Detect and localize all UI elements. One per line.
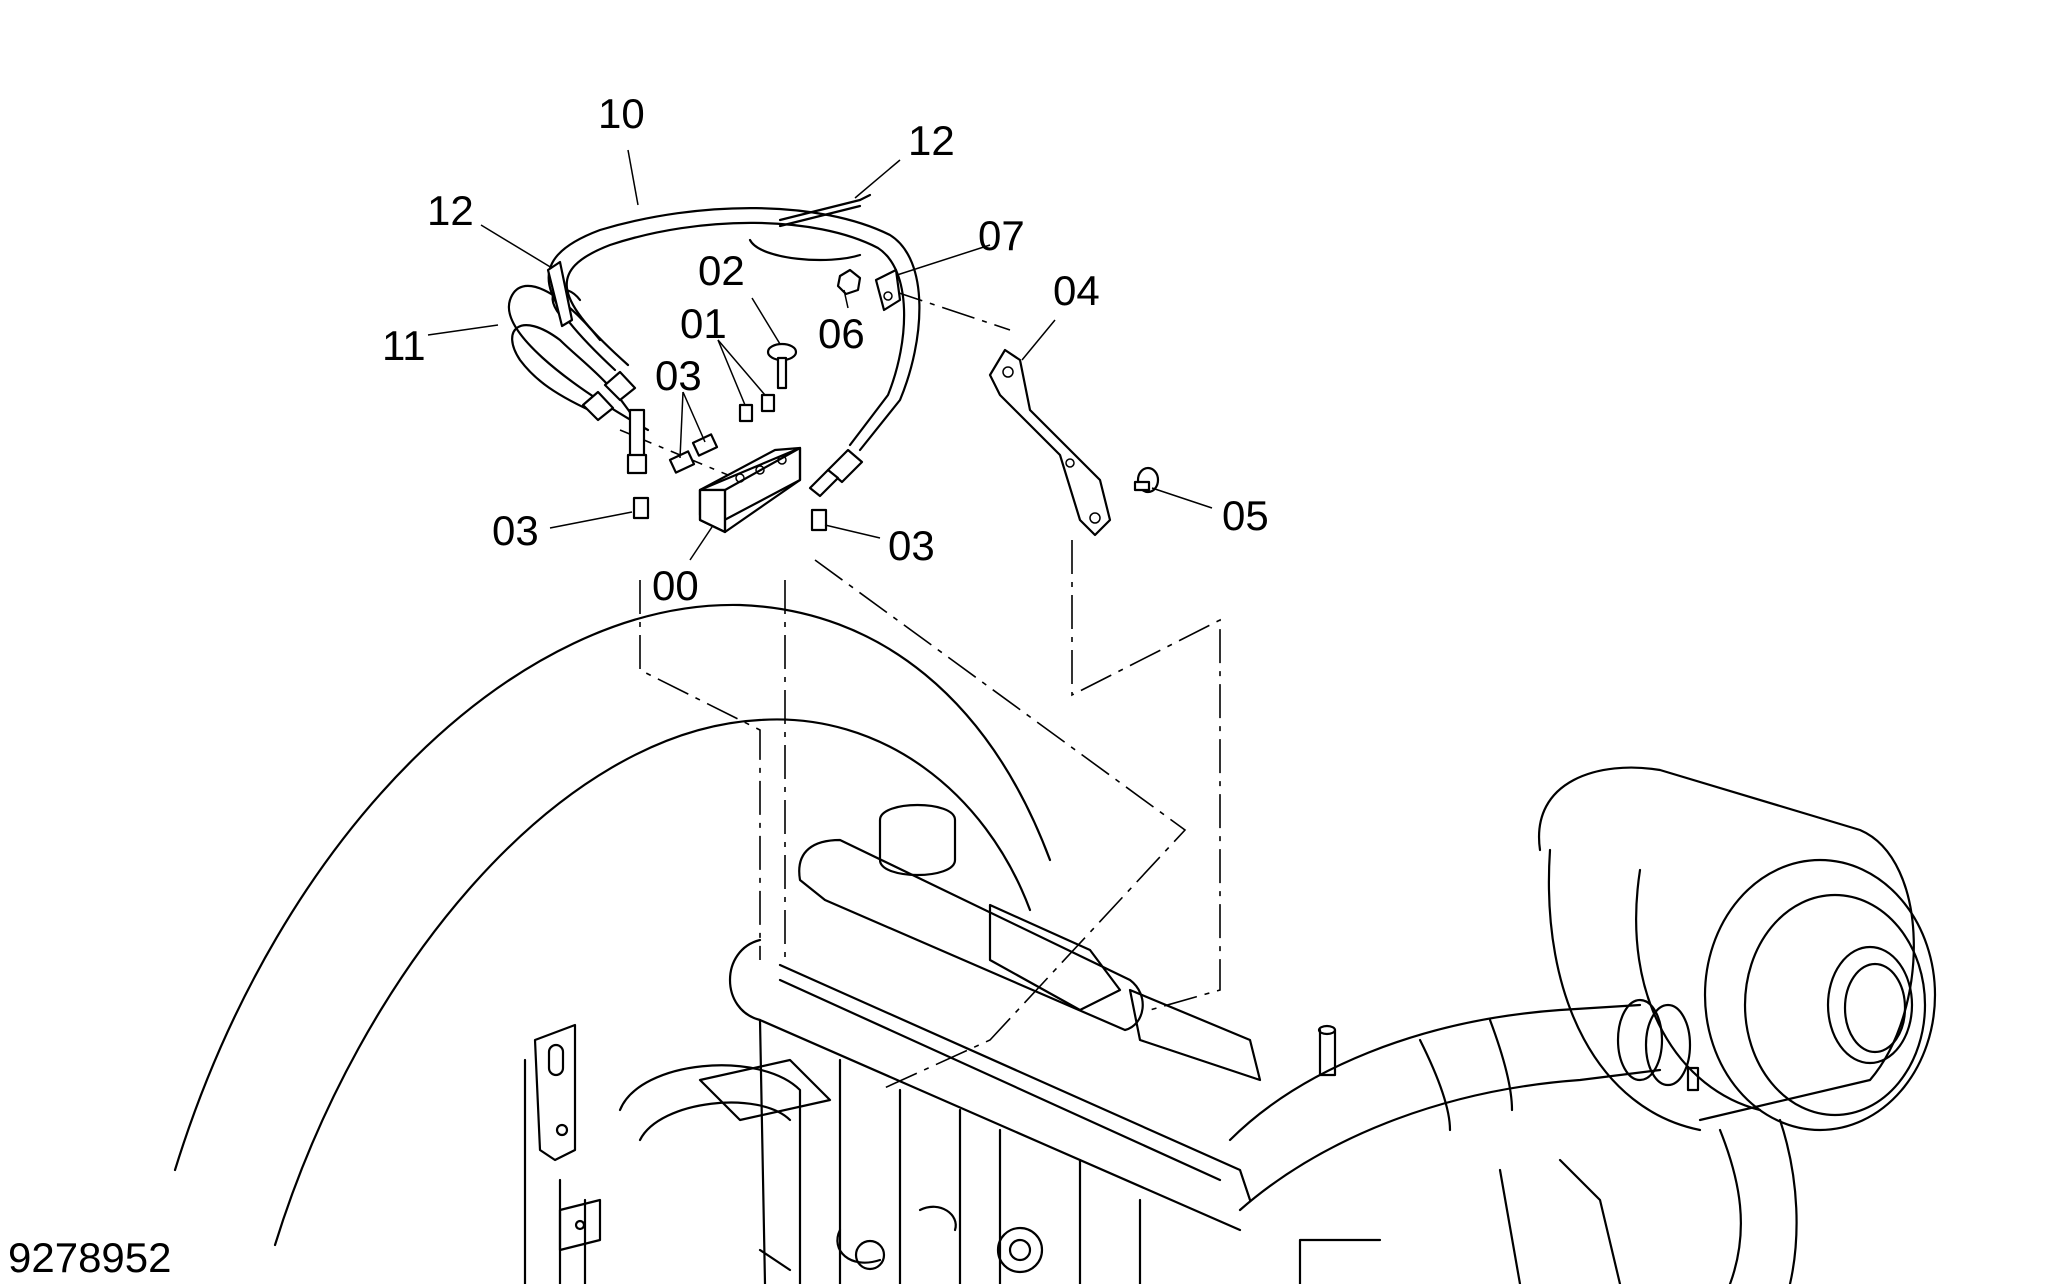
callout-02: 02 [698,247,745,294]
callout-05: 05 [1222,492,1269,539]
callout-03-right: 03 [888,522,935,569]
callout-06: 06 [818,310,865,357]
callout-12-top: 12 [908,117,955,164]
callout-00: 00 [652,562,699,609]
hoses [507,193,921,498]
callout-03-left: 03 [492,507,539,554]
callout-03-upper: 03 [655,352,702,399]
engine-assembly [173,603,1937,1284]
manifold-block [698,446,802,534]
assembly-lines [619,289,1221,1091]
fasteners [632,268,1160,532]
callout-11: 11 [382,322,426,369]
callout-07: 07 [978,212,1025,259]
callout-04: 04 [1053,267,1100,314]
drawing-number: 9278952 [8,1234,172,1281]
callout-12-left: 12 [427,187,474,234]
callout-10: 10 [598,90,645,137]
bracket-04 [988,348,1112,537]
callout-labels: 10 12 12 07 02 04 11 01 06 03 05 03 03 0… [382,90,1269,609]
leader-lines [427,149,1213,561]
callout-01: 01 [680,300,727,347]
